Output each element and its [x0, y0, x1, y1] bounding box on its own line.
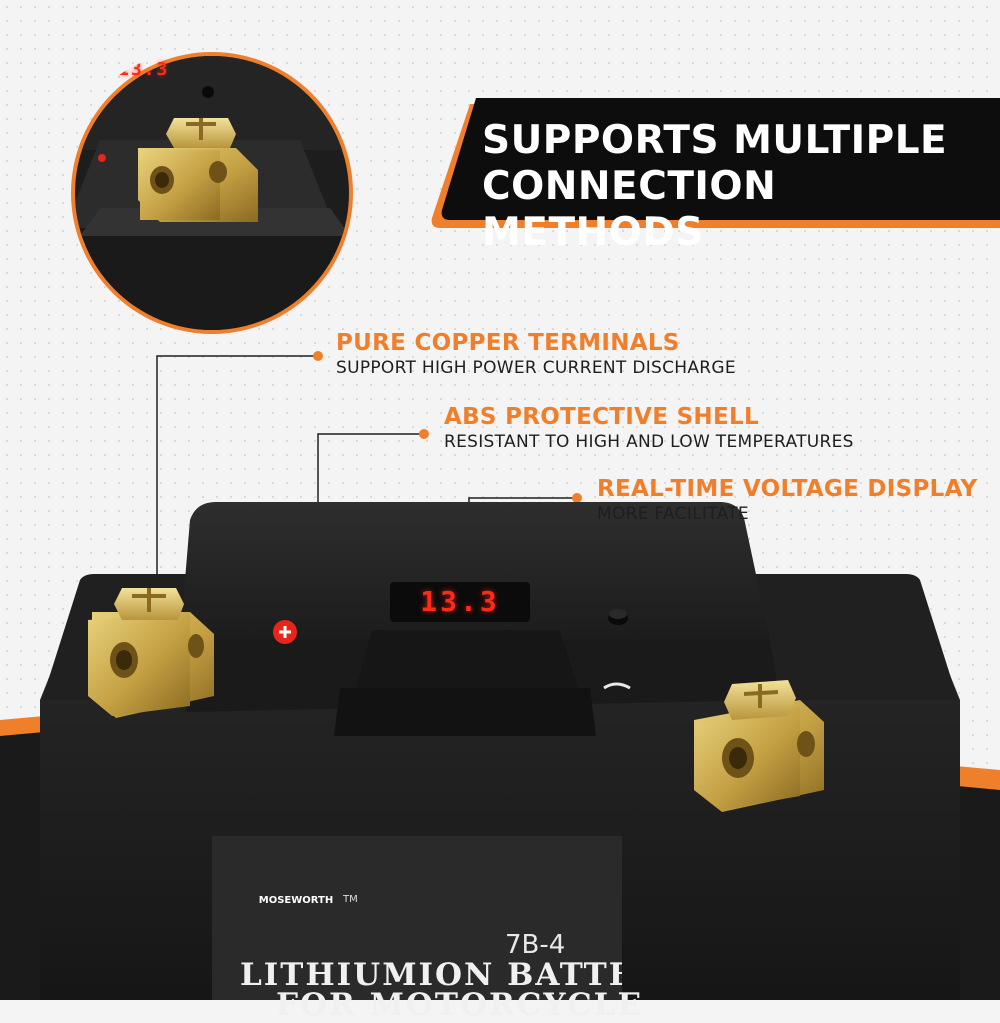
brand-name: MOSEWORTH	[258, 895, 334, 906]
callout-shell-title: ABS PROTECTIVE SHELL	[444, 404, 759, 430]
headline-banner-black	[441, 98, 1000, 220]
callout-voltage-title: REAL-TIME VOLTAGE DISPLAY	[597, 476, 978, 502]
product-label-panel	[212, 836, 622, 1000]
model-number: 7B-4	[505, 930, 566, 960]
callout-copper-title: PURE COPPER TERMINALS	[336, 330, 680, 356]
callout-shell-subtitle: RESISTANT TO HIGH AND LOW TEMPERATURES	[444, 432, 854, 452]
headline-line1: SUPPORTS MULTIPLE	[482, 118, 948, 163]
label-line1: LITHIUMION BATTERY	[240, 958, 622, 992]
voltage-display: 13.3	[420, 585, 500, 618]
product-scene	[0, 52, 1000, 1000]
headline: SUPPORTS MULTIPLE CONNECTION METHODS	[482, 118, 992, 256]
callout-copper-subtitle: SUPPORT HIGH POWER CURRENT DISCHARGE	[336, 358, 736, 378]
label-line2: FOR MOTORCYCLE	[276, 987, 644, 1023]
callout-dot-voltage	[572, 493, 582, 503]
zoom-detail	[75, 56, 349, 330]
callout-dot-shell	[419, 429, 429, 439]
headline-line2: CONNECTION METHODS	[482, 164, 777, 255]
callout-dot-copper	[313, 351, 323, 361]
callout-line-copper	[156, 355, 318, 588]
terminal-negative	[694, 680, 824, 812]
callout-voltage-subtitle: MORE FACILITATE	[597, 504, 749, 524]
terminal-positive	[88, 588, 214, 718]
trademark-mark: TM	[343, 894, 358, 905]
